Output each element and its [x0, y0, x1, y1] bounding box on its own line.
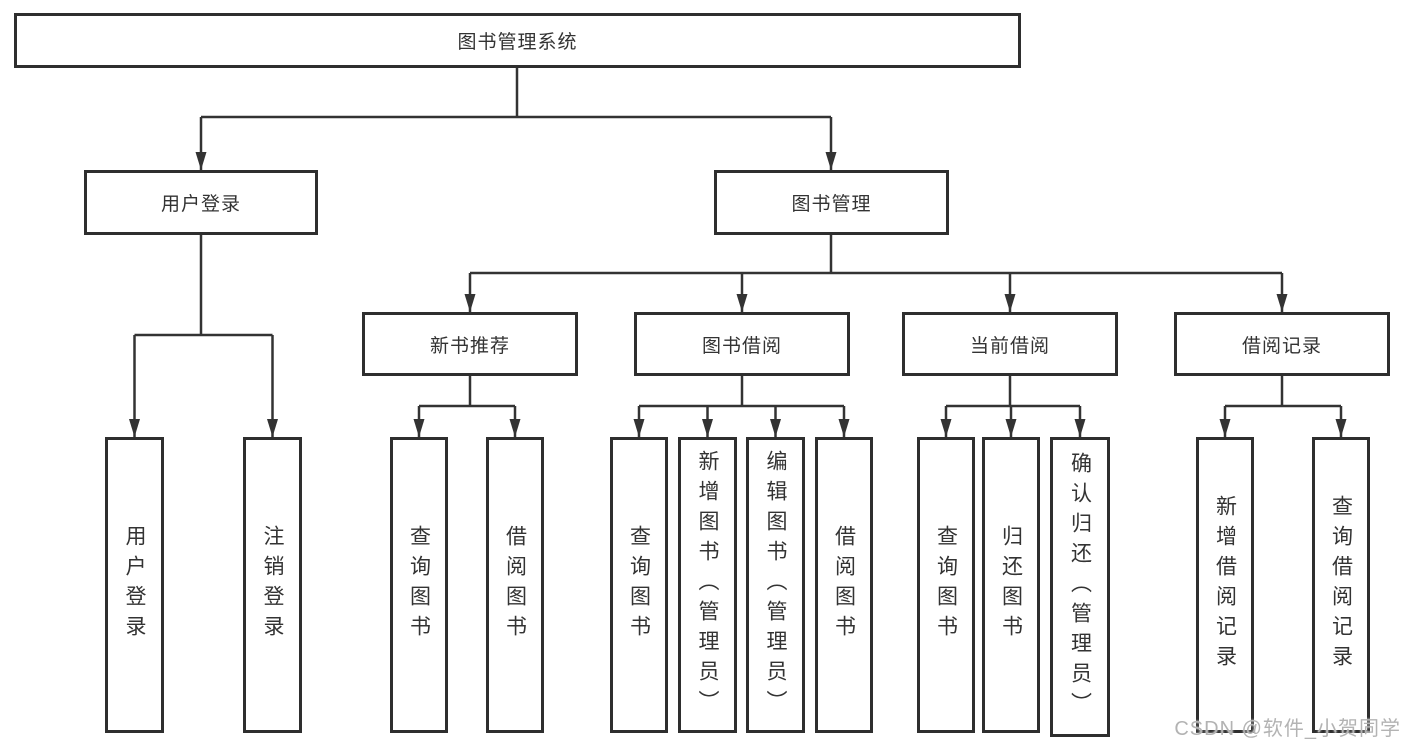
leaf-add-borrow-record: 新增借阅记录 [1196, 437, 1254, 733]
leaf-recommend-query-books: 查询图书 [390, 437, 448, 733]
leaf-borrow-query-books: 查询图书 [610, 437, 668, 733]
node-book-management-label: 图书管理 [791, 194, 872, 215]
leaf-recommend-borrow-books-label: 借阅图书 [503, 525, 527, 645]
leaf-recommend-borrow-books: 借阅图书 [486, 437, 544, 733]
node-current-borrow: 当前借阅 [902, 312, 1118, 376]
leaf-borrow-borrow-books-label: 借阅图书 [832, 525, 856, 645]
leaf-borrow-query-books-label: 查询图书 [627, 525, 651, 645]
leaf-return-books-label: 归还图书 [999, 525, 1023, 645]
node-borrow-records: 借阅记录 [1174, 312, 1390, 376]
leaf-return-books: 归还图书 [982, 437, 1040, 733]
leaf-borrow-borrow-books: 借阅图书 [815, 437, 873, 733]
leaf-current-query-books: 查询图书 [917, 437, 975, 733]
node-book-borrow-label: 图书借阅 [701, 335, 782, 357]
leaf-recommend-query-books-label: 查询图书 [407, 525, 431, 645]
node-current-borrow-label: 当前借阅 [969, 335, 1050, 357]
leaf-user-login: 用户登录 [105, 437, 164, 733]
watermark: CSDN @软件_小贺同学 [1174, 718, 1401, 740]
leaf-logout: 注销登录 [243, 437, 302, 733]
leaf-confirm-return-admin-label: 确认归还（管理员） [1068, 452, 1092, 722]
node-user-login: 用户登录 [84, 170, 318, 235]
node-new-book-recommend: 新书推荐 [362, 312, 578, 376]
leaf-user-login-label: 用户登录 [123, 525, 146, 645]
leaf-add-books-admin: 新增图书（管理员） [678, 437, 737, 733]
node-book-management: 图书管理 [714, 170, 949, 235]
leaf-logout-label: 注销登录 [261, 525, 284, 645]
leaf-add-borrow-record-label: 新增借阅记录 [1213, 495, 1237, 675]
node-new-book-recommend-label: 新书推荐 [429, 335, 510, 357]
node-root-label: 图书管理系统 [457, 32, 578, 53]
leaf-edit-books-admin: 编辑图书（管理员） [746, 437, 805, 733]
node-root: 图书管理系统 [14, 13, 1021, 68]
leaf-query-borrow-record-label: 查询借阅记录 [1329, 495, 1353, 675]
leaf-query-borrow-record: 查询借阅记录 [1312, 437, 1370, 733]
leaf-add-books-admin-label: 新增图书（管理员） [696, 450, 719, 720]
node-user-login-label: 用户登录 [160, 194, 241, 215]
leaf-confirm-return-admin: 确认归还（管理员） [1050, 437, 1110, 737]
leaf-current-query-books-label: 查询图书 [934, 525, 958, 645]
node-book-borrow: 图书借阅 [634, 312, 850, 376]
leaf-edit-books-admin-label: 编辑图书（管理员） [764, 450, 787, 720]
node-borrow-records-label: 借阅记录 [1241, 335, 1322, 357]
